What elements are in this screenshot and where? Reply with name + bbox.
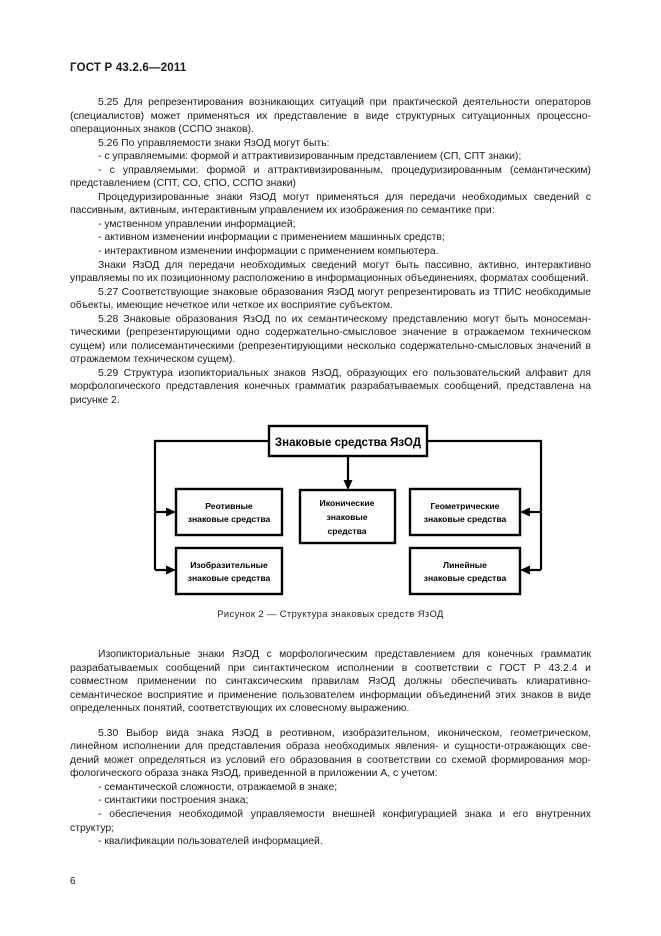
- bullet-5-30-1: - семантической сложности, отражаемой в …: [98, 781, 338, 793]
- paragraph-5-28: 5.28 Знаковые образования ЯзОД по их сем…: [70, 313, 591, 366]
- geometric-box-label-line2: знаковые средства: [424, 514, 507, 524]
- bullet-proc-3: - интерактивном изменении информации с п…: [98, 246, 439, 258]
- linear-box-label-line1: Линейные: [443, 560, 487, 570]
- iconic-box-label-line3: средства: [327, 526, 366, 536]
- paragraph-5-26: 5.26 По управляемости знаки ЯзОД могут б…: [98, 137, 330, 149]
- figure-2-diagram: Знаковые средства ЯзОД Реотивные знаковы…: [148, 424, 548, 606]
- iconic-box-label-line2: знаковые: [326, 512, 367, 522]
- body-text-block-top: 5.25 Для репрезентирования возникающих с…: [70, 96, 591, 408]
- body-text-block-bottom: Изопикториальные знаки ЯзОД с морфологич…: [70, 648, 591, 849]
- reotive-box-label-line1: Реотивные: [205, 501, 253, 511]
- paragraph-procedurized: Процедуризированные знаки ЯзОД могут при…: [70, 191, 591, 217]
- arrow-to-geometric: [520, 507, 541, 517]
- bullet-proc-1: - умственном управлении информацией;: [98, 218, 296, 230]
- linear-box: Линейные знаковые средства: [408, 546, 522, 596]
- root-box-label: Знаковые средства ЯзОД: [275, 437, 421, 449]
- arrow-root-to-iconic: [343, 457, 353, 490]
- pictorial-box: Изобразительные знаковые средства: [174, 546, 284, 596]
- iconic-box: Иконические знаковые средства: [298, 488, 397, 545]
- paragraph-izopictorial: Изопикториальные знаки ЯзОД с морфологич…: [70, 649, 591, 715]
- connector-lines: [153, 439, 543, 570]
- paragraph-5-27: 5.27 Соответствующие знаковые образовани…: [70, 286, 591, 312]
- paragraph-5-30: 5.30 Выбор вида знака ЯзОД в реотивном, …: [70, 727, 591, 780]
- paragraph-5-25: 5.25 Для репрезентирования возникающих с…: [70, 97, 591, 136]
- page-number: 6: [70, 876, 76, 887]
- arrow-to-pictorial: [155, 565, 176, 575]
- pictorial-box-label-line2: знаковые средства: [188, 573, 271, 583]
- reotive-box: Реотивные знаковые средства: [174, 487, 284, 537]
- bullet-5-30-2: - синтактики построения знака;: [98, 795, 249, 807]
- arrow-to-linear: [520, 565, 541, 575]
- bullet-5-30-4: - квалификации пользователей информацией…: [98, 836, 323, 848]
- bullet-proc-2: - активном изменении информации с примен…: [98, 232, 445, 244]
- paragraph-5-29: 5.29 Структура изопикториальных знаков Я…: [70, 367, 591, 407]
- bullet-5-30-3: - обеспечения необходимой управляемости …: [70, 809, 591, 834]
- figure-caption: Рисунок 2 — Структура знаковых средств Я…: [217, 608, 444, 619]
- root-box: Знаковые средства ЯзОД: [267, 424, 429, 458]
- paragraph-znaki: Знаки ЯзОД для передачи необходимых свед…: [70, 259, 591, 285]
- reotive-box-label-line2: знаковые средства: [188, 514, 271, 524]
- standard-header: ГОСТ Р 43.2.6—2011: [70, 62, 187, 74]
- iconic-box-label-line1: Иконические: [320, 498, 375, 508]
- bullet-5-26-2: - с управляемыми: формой и аттрактивизир…: [70, 164, 591, 190]
- geometric-box: Геометрические знаковые средства: [408, 487, 522, 537]
- arrow-to-reotive: [155, 507, 176, 517]
- structure-diagram-svg: Знаковые средства ЯзОД Реотивные знаковы…: [153, 424, 543, 596]
- bullet-5-26-1: - с управляемыми: формой и аттрактивизир…: [98, 151, 522, 163]
- pictorial-box-label-line1: Изобразительные: [190, 560, 268, 570]
- linear-box-label-line2: знаковые средства: [424, 573, 507, 583]
- geometric-box-label-line1: Геометрические: [431, 501, 500, 511]
